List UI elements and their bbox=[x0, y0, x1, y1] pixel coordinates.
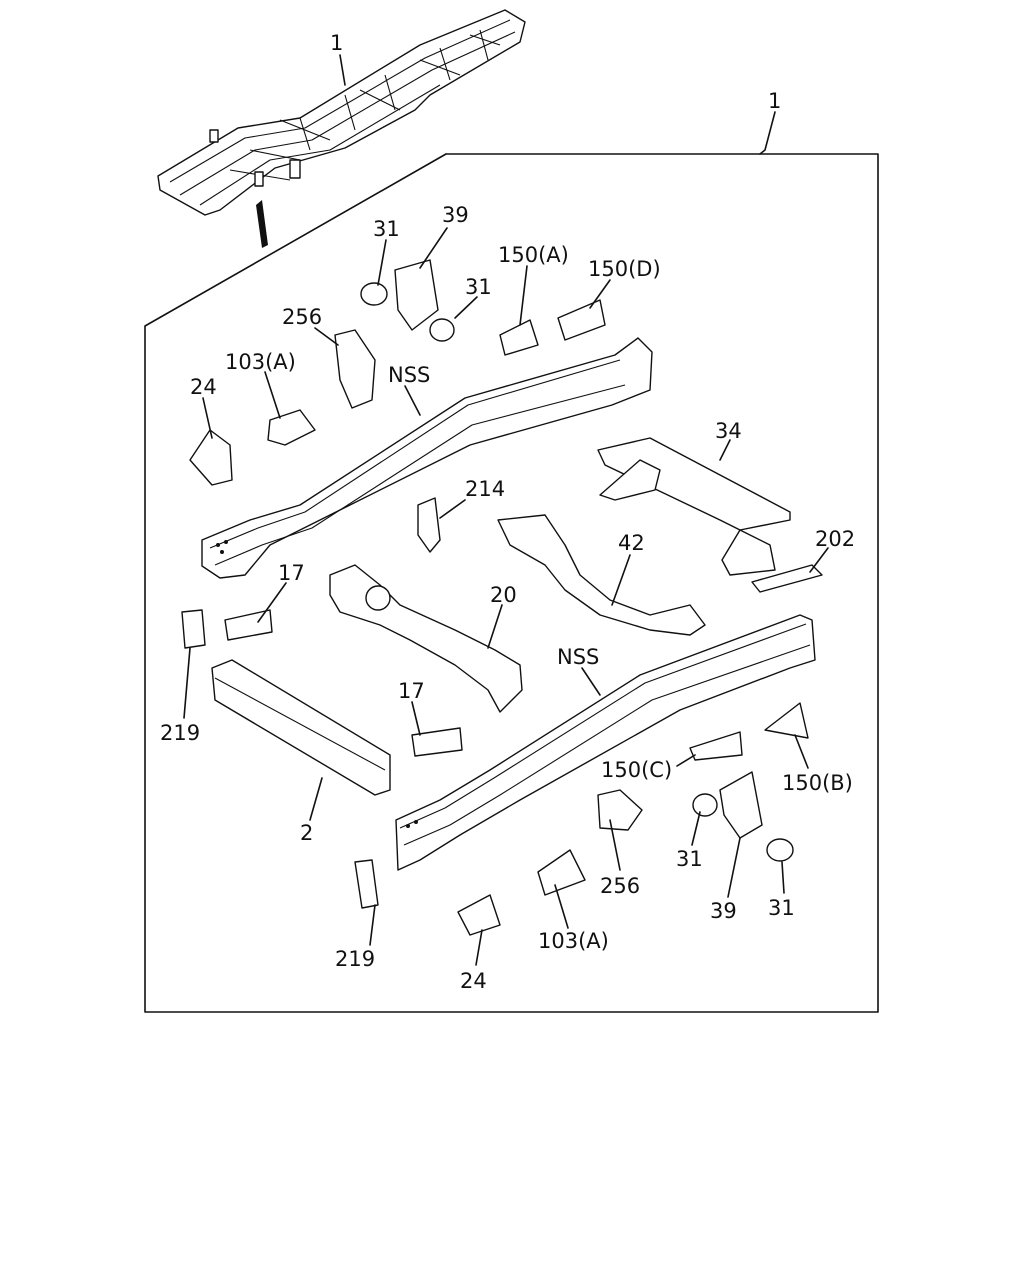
parts-illustrations bbox=[181, 259, 823, 936]
label-39-a: 39 bbox=[442, 203, 469, 227]
label-150a: 150(A) bbox=[498, 243, 569, 267]
label-17-a: 17 bbox=[278, 561, 305, 585]
frame-overview-illustration bbox=[157, 9, 526, 248]
label-256-b: 256 bbox=[600, 874, 640, 898]
label-219-b: 219 bbox=[335, 947, 375, 971]
label-31-b: 31 bbox=[465, 275, 492, 299]
label-24-b: 24 bbox=[460, 969, 487, 993]
callout-labels: 1 1 31 39 31 150(A) 150(D) 256 NSS 103(A… bbox=[160, 31, 855, 993]
label-150b: 150(B) bbox=[782, 771, 853, 795]
label-24-a: 24 bbox=[190, 375, 217, 399]
label-nss-b: NSS bbox=[557, 645, 599, 669]
label-202: 202 bbox=[815, 527, 855, 551]
detail-boundary bbox=[144, 153, 879, 1013]
label-219-a: 219 bbox=[160, 721, 200, 745]
label-20: 20 bbox=[490, 583, 517, 607]
label-31-d: 31 bbox=[768, 896, 795, 920]
label-150c: 150(C) bbox=[601, 758, 672, 782]
label-2: 2 bbox=[300, 821, 313, 845]
label-150d: 150(D) bbox=[588, 257, 661, 281]
label-31-c: 31 bbox=[676, 847, 703, 871]
label-1-top: 1 bbox=[330, 31, 343, 55]
label-42: 42 bbox=[618, 531, 645, 555]
label-214: 214 bbox=[465, 477, 505, 501]
label-31-a: 31 bbox=[373, 217, 400, 241]
label-103a-b: 103(A) bbox=[538, 929, 609, 953]
label-17-b: 17 bbox=[398, 679, 425, 703]
label-256-a: 256 bbox=[282, 305, 322, 329]
label-103a-a: 103(A) bbox=[225, 350, 296, 374]
label-39-b: 39 bbox=[710, 899, 737, 923]
label-nss-a: NSS bbox=[388, 363, 430, 387]
leader-lines bbox=[183, 54, 829, 966]
label-34: 34 bbox=[715, 419, 742, 443]
label-1-box: 1 bbox=[768, 89, 781, 113]
